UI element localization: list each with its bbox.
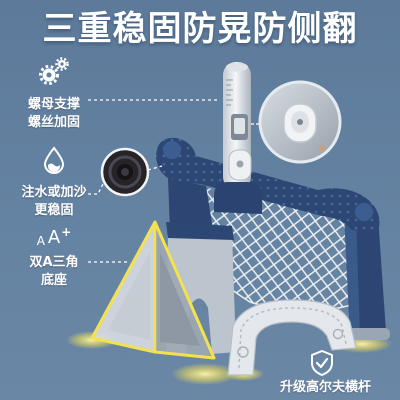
feature-label-line: 更稳固 <box>34 203 74 218</box>
shield-outline <box>311 350 333 376</box>
font-size-icon: A A + <box>37 226 72 248</box>
fill-plug-core <box>121 168 129 176</box>
gear-large-hole <box>46 72 52 78</box>
crossbar-logo-left <box>237 346 249 358</box>
pole-top-cap <box>226 62 248 72</box>
frame-left-curl <box>163 141 181 159</box>
gear-large-teeth <box>39 65 59 85</box>
feature-triangle-base: A A + 双A三角 底座 <box>14 226 94 290</box>
floor-glow <box>171 363 239 385</box>
feature-label-line: 双A三角 <box>29 255 79 270</box>
font-size-icon-small-letter: A <box>36 234 45 248</box>
headline: 三重稳固防晃防侧翻 <box>42 9 358 49</box>
shield-check-mark <box>315 357 329 369</box>
feature-water-sand-fill: 注水或加沙 更稳固 <box>14 146 94 220</box>
golf-crossbar-label: 升级高尔夫横杆 <box>280 380 372 395</box>
callout-connector <box>88 181 105 195</box>
fill-plug-ring <box>108 155 142 189</box>
drop-outline <box>43 146 65 174</box>
shield-check-icon-graphic <box>311 350 333 376</box>
callout-connector <box>147 165 163 171</box>
zoom-side-bolt <box>319 145 325 151</box>
a-frame-inner-left <box>108 252 150 340</box>
water-drop-icon <box>42 146 66 178</box>
feature-label-line: 螺丝加固 <box>27 115 80 130</box>
left-post <box>168 178 214 236</box>
water-drop-icon-graphic <box>43 146 65 174</box>
drop-water-fill <box>48 163 60 172</box>
shield-check-icon <box>311 350 333 376</box>
a-frame-inner-right <box>160 252 200 346</box>
right-post-foot <box>346 328 390 340</box>
gears-icon <box>37 56 71 92</box>
font-size-icon-large-letter: A <box>47 227 61 248</box>
feature-nut-screw: 螺母支撑 螺丝加固 <box>14 56 94 132</box>
golf-crossbar <box>227 299 357 376</box>
pole-knob-dot <box>236 160 244 168</box>
feature-label-line: 底座 <box>40 273 67 288</box>
font-size-icon-plus: + <box>61 225 72 239</box>
left-leg-cap <box>166 222 234 240</box>
frame-right-curl <box>355 203 373 221</box>
right-post-highlight <box>344 212 360 336</box>
frame-band-texture <box>156 137 380 232</box>
zoom-knob-screw <box>297 119 303 125</box>
feature-label-line: 注水或加沙 <box>21 185 87 200</box>
feature-label-line: 螺母支撑 <box>27 97 80 112</box>
pole-lock-window-inner <box>234 118 245 134</box>
gears-icon-graphic <box>39 57 69 85</box>
gear-small-hole <box>60 62 64 66</box>
gear-small-teeth <box>55 57 69 71</box>
crossbar-logo-right <box>332 328 344 340</box>
pole-collar <box>214 182 262 214</box>
crossbar-stitching <box>238 307 347 369</box>
